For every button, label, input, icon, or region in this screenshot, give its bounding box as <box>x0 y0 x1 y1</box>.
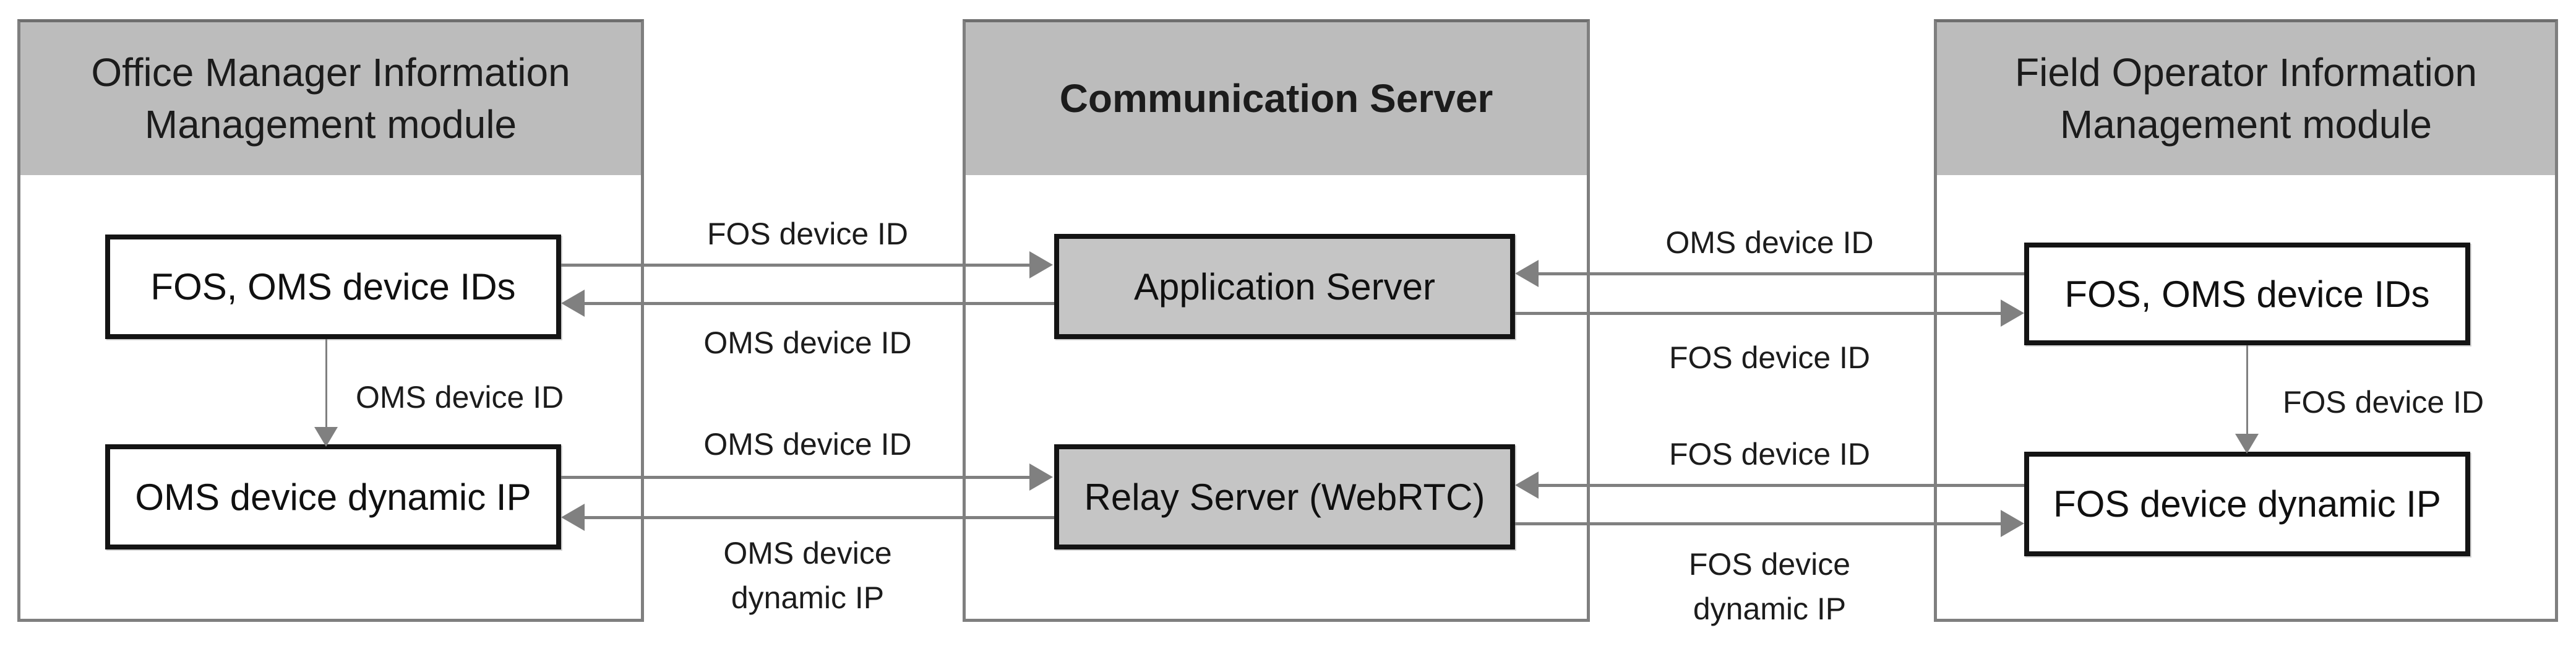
arrow-head-left-icon <box>561 290 585 317</box>
arrow-line <box>585 302 1054 305</box>
arrow-head-down-icon <box>314 427 338 447</box>
arrow-line <box>1515 312 2001 315</box>
arrow-line <box>2246 345 2248 435</box>
node-office-device-ids: FOS, OMS device IDs <box>105 235 561 339</box>
flow-field-ids-to-app-label: OMS device ID <box>1665 225 1874 260</box>
flow-office-internal-label: OMS device ID <box>356 380 564 415</box>
node-office-dynamic-ip: OMS device dynamic IP <box>105 444 561 549</box>
arrow-head-right-icon <box>2001 510 2024 537</box>
module-communication-server-header: Communication Server <box>966 22 1587 175</box>
module-communication-server-title: Communication Server <box>1059 75 1493 121</box>
node-field-device-ids: FOS, OMS device IDs <box>2024 243 2470 345</box>
arrow-head-right-icon <box>1029 463 1053 491</box>
node-application-server: Application Server <box>1054 234 1515 339</box>
node-office-dynamic-ip-label: OMS device dynamic IP <box>135 476 531 518</box>
node-field-device-ids-label: FOS, OMS device IDs <box>2064 273 2430 315</box>
node-office-device-ids-label: FOS, OMS device IDs <box>150 266 516 308</box>
arrow-head-right-icon <box>1029 251 1053 278</box>
arrow-line <box>1539 484 2024 487</box>
arrow-head-right-icon <box>2001 299 2024 327</box>
node-field-dynamic-ip-label: FOS device dynamic IP <box>2053 483 2441 525</box>
arrow-line <box>1539 272 2024 275</box>
module-office-manager-title: Office Manager Information Management mo… <box>91 50 570 147</box>
flow-app-to-office-ids-label: OMS device ID <box>703 325 912 360</box>
arrow-head-left-icon <box>1515 260 1539 287</box>
arrow-line <box>561 476 1033 479</box>
arrow-head-left-icon <box>1515 472 1539 499</box>
module-office-manager-header: Office Manager Information Management mo… <box>20 22 641 175</box>
node-relay-server-label: Relay Server (WebRTC) <box>1084 476 1485 518</box>
flow-app-to-field-ids-label: FOS device ID <box>1668 340 1871 375</box>
arrow-line <box>561 264 1033 267</box>
flow-relay-to-office-ip-label: OMS device dynamic IP <box>723 536 892 615</box>
flow-office-ip-to-relay-label: OMS device ID <box>703 427 912 462</box>
node-application-server-label: Application Server <box>1134 265 1435 308</box>
arrow-line <box>1515 522 2001 525</box>
arrow-head-left-icon <box>561 504 585 531</box>
arrow-line <box>585 516 1054 519</box>
arrow-head-down-icon <box>2235 434 2259 454</box>
flow-field-internal-label: FOS device ID <box>2283 385 2484 420</box>
module-field-operator-header: Field Operator Information Management mo… <box>1937 22 2555 175</box>
module-field-operator-title: Field Operator Information Management mo… <box>2015 50 2477 147</box>
node-field-dynamic-ip: FOS device dynamic IP <box>2024 452 2470 556</box>
arrow-line <box>325 339 327 428</box>
node-relay-server: Relay Server (WebRTC) <box>1054 444 1515 549</box>
flow-relay-to-field-ip-label: FOS device dynamic IP <box>1688 547 1851 626</box>
flow-field-ip-to-relay-label: FOS device ID <box>1668 437 1871 472</box>
flow-office-ids-to-app-label: FOS device ID <box>706 217 909 251</box>
